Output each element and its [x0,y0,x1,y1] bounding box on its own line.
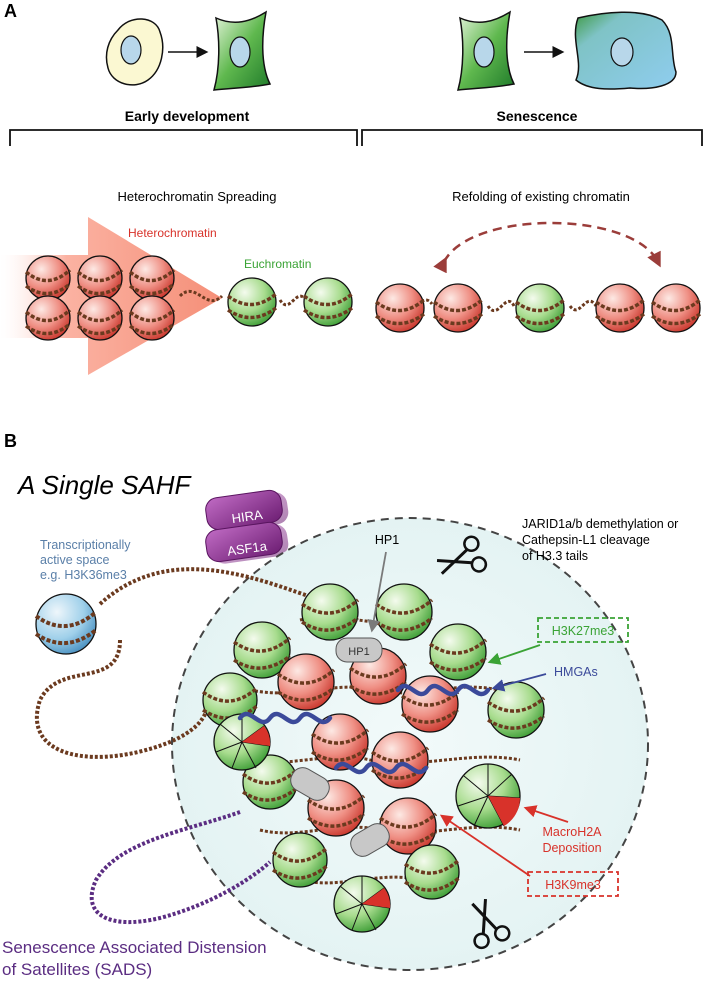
jarid-line-2: Cathepsin-L1 cleavage [522,533,650,547]
hmga-proteins [237,683,491,775]
stem-cell [105,18,164,86]
sads-line-2: of Satellites (SADS) [2,960,152,979]
early-development-label: Early development [125,108,250,124]
hmga-wave [237,711,333,725]
hmgas-arrow [491,673,547,692]
nucleosome-red [128,255,176,301]
nucleosome-red [650,283,702,333]
transcription-line-3: e.g. H3K36me3 [40,568,127,582]
hp1-label: HP1 [375,533,399,547]
h3k27-label: H3K27me3 [552,624,615,638]
nucleosome-green [300,583,360,641]
hmga-wave [395,683,491,697]
nucleosome-macroh2a [333,875,391,933]
nucleosome-green [232,621,292,679]
nucleosome-red [24,255,72,301]
scissors-icon [436,535,488,575]
senescence-label: Senescence [497,108,578,124]
transcription-loop [35,567,321,759]
nucleosome-green [271,832,329,888]
hmgas-label: HMGAs [554,665,598,679]
nucleosome-red [432,283,484,333]
spreading-title: Heterochromatin Spreading [118,189,277,204]
scissors-icon [471,898,511,950]
hp1-body [290,767,330,801]
bracket-senescence [361,129,703,146]
nucleosome-red [594,283,646,333]
nucleosome-red [370,731,430,789]
hmga-wave [333,761,429,775]
macroh2a-line-2: Deposition [542,841,601,855]
sads-line-1: Senescence Associated Distension [2,938,267,957]
h3k9-label: H3K9me3 [545,878,601,892]
hira-asf1a-complex: HIRA ASF1a [205,489,289,564]
h3k9-box [527,871,619,897]
hp1-body: HP1 [335,637,383,663]
nucleosomes-b [201,583,546,933]
transcription-line-1: Transcriptionally [40,538,131,552]
jarid-line-1: JARID1a/b demethylation or [522,517,678,531]
panel-b-letter: B [4,431,17,451]
hp1-body-label: HP1 [348,646,369,658]
macroh2a-line-1: MacroH2A [542,825,602,839]
hp1-proteins: HP1 [290,637,390,857]
euchromatin-label: Euchromatin [244,257,311,271]
nucleosome-green [428,623,488,681]
nucleosome-red [76,295,124,341]
nucleosomes-a [24,255,702,341]
jarid-line-3: of H3.3 tails [522,549,588,563]
nucleosome-red [76,255,124,301]
nucleosome-macroh2a [455,763,521,829]
differentiated-cell [212,10,272,91]
nucleosome-green [486,681,546,739]
h3k9-arrow [439,814,531,877]
hp1-arrow [367,551,387,633]
h3k27-box [537,617,629,643]
nucleosome-red [374,283,426,333]
nucleosome-green [226,277,278,327]
sads-loop [89,810,272,925]
senescent-source-cell [456,10,516,91]
nucleosome-green [403,844,461,900]
nucleosome-blue [34,593,98,655]
refolding-title: Refolding of existing chromatin [452,189,630,204]
nucleosome-red [400,675,460,733]
nucleosome-red [310,713,370,771]
nucleosome-red [24,295,72,341]
panel-a-letter: A [4,1,17,21]
macroh2a-arrow [523,805,569,823]
nucleosome-green [374,583,434,641]
sahf-title: A Single SAHF [16,470,193,500]
bracket-early [9,129,358,146]
asf1a-label: ASF1a [226,538,268,558]
nucleosome-red [128,295,176,341]
hira-label: HIRA [231,507,264,526]
h3k27-arrow [487,644,541,665]
refolding-arrow [433,221,661,274]
nucleosome-red [276,653,336,711]
panel-b: B A Single SAHF Transcriptionally active… [2,431,678,979]
nucleosome-green [302,277,354,327]
senescent-cell [574,11,677,90]
nucleosome-green [514,283,566,333]
heterochromatin-label: Heterochromatin [128,226,217,240]
panel-a: A Early development Senescence Heterochr… [0,1,703,375]
transcription-line-2: active space [40,553,110,567]
hp1-body [350,823,390,857]
